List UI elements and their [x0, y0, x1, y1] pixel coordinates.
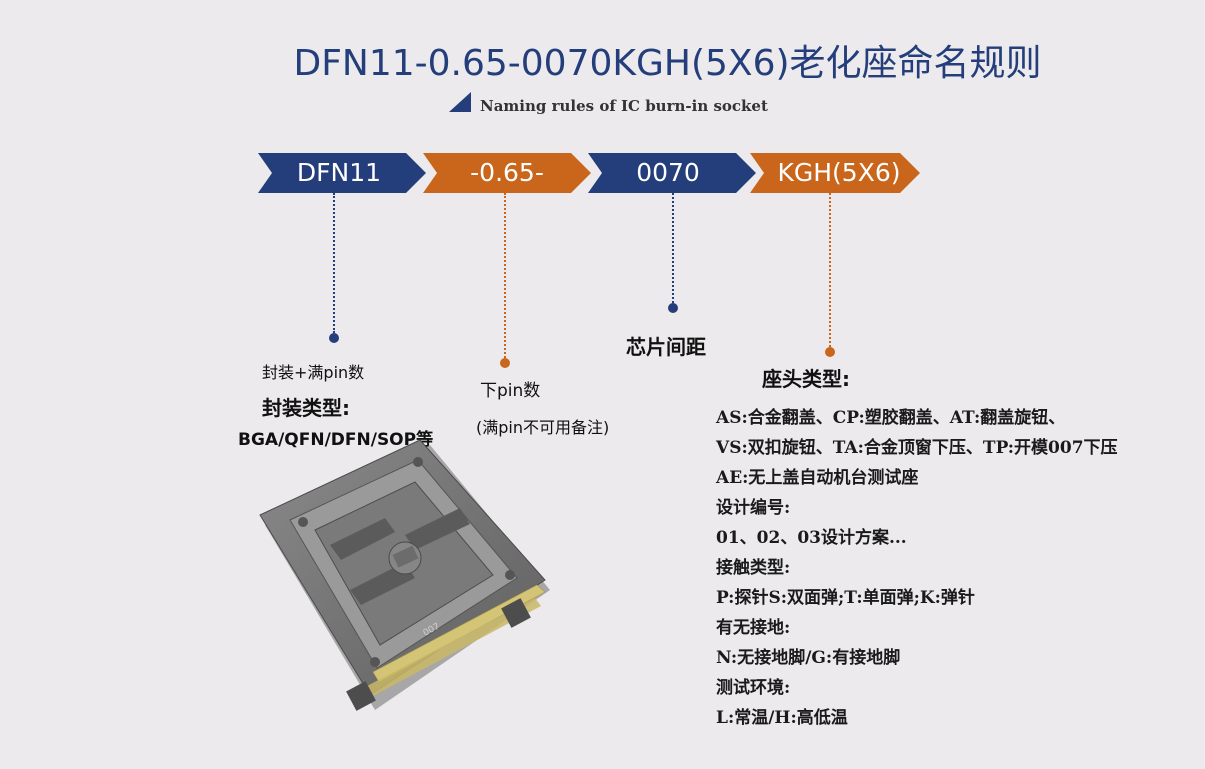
socket-spec-list: AS:合金翻盖、CP:塑胶翻盖、AT:翻盖旋钮、 VS:双扣旋钮、TA:合金顶窗…: [716, 403, 1118, 733]
connector-dot-socket-head: [825, 347, 835, 357]
segment-chip-spacing-label: 0070: [636, 158, 700, 187]
segment-chip-spacing: 0070: [588, 153, 756, 193]
spec-line: AS:合金翻盖、CP:塑胶翻盖、AT:翻盖旋钮、: [716, 408, 1066, 428]
segment-socket-head: KGH(5X6): [750, 153, 920, 193]
package-type-heading: 封装类型:: [262, 396, 350, 420]
connector-dot-pitch: [500, 358, 510, 368]
page-title: DFN11-0.65-0070KGH(5X6)老化座命名规则: [293, 43, 1042, 84]
connector-dot-package: [329, 333, 339, 343]
spec-line: N:无接地脚/G:有接地脚: [716, 648, 901, 668]
connector-line-socket-head: [829, 193, 831, 347]
segment-package-label: DFN11: [296, 158, 382, 187]
connector-line-chip-spacing: [672, 193, 674, 303]
connector-line-pitch: [504, 193, 506, 358]
segment-pitch: -0.65-: [423, 153, 591, 193]
socket-product-image: 007: [259, 440, 550, 711]
spec-line: VS:双扣旋钮、TA:合金顶窗下压、TP:开模007下压: [716, 438, 1118, 458]
spec-line: 测试环境:: [716, 678, 791, 698]
package-type-list: BGA/QFN/DFN/SOP等: [238, 430, 434, 450]
spec-line: AE:无上盖自动机台测试座: [716, 468, 919, 488]
chip-spacing-label: 芯片间距: [626, 335, 706, 359]
subtitle: Naming rules of IC burn-in socket: [480, 97, 768, 115]
connector-line-package: [333, 193, 335, 333]
spec-line: 设计编号:: [716, 498, 791, 518]
spec-line: L:常温/H:高低温: [716, 708, 848, 728]
spec-line: 01、02、03设计方案...: [716, 528, 907, 548]
triangle-icon: [449, 92, 471, 112]
lower-pin-note: (满pin不可用备注): [476, 418, 610, 437]
segment-package: DFN11: [258, 153, 426, 193]
connector-dot-chip-spacing: [668, 303, 678, 313]
segment-pitch-label: -0.65-: [470, 158, 544, 187]
spec-line: 有无接地:: [716, 618, 791, 638]
lower-pin-label: 下pin数: [480, 381, 541, 401]
spec-line: P:探针S:双面弹;T:单面弹;K:弹针: [716, 588, 975, 608]
package-pin-label: 封装+满pin数: [262, 363, 365, 382]
socket-head-heading: 座头类型:: [762, 367, 850, 391]
spec-line: 接触类型:: [716, 558, 791, 578]
segment-socket-head-label: KGH(5X6): [777, 158, 901, 187]
